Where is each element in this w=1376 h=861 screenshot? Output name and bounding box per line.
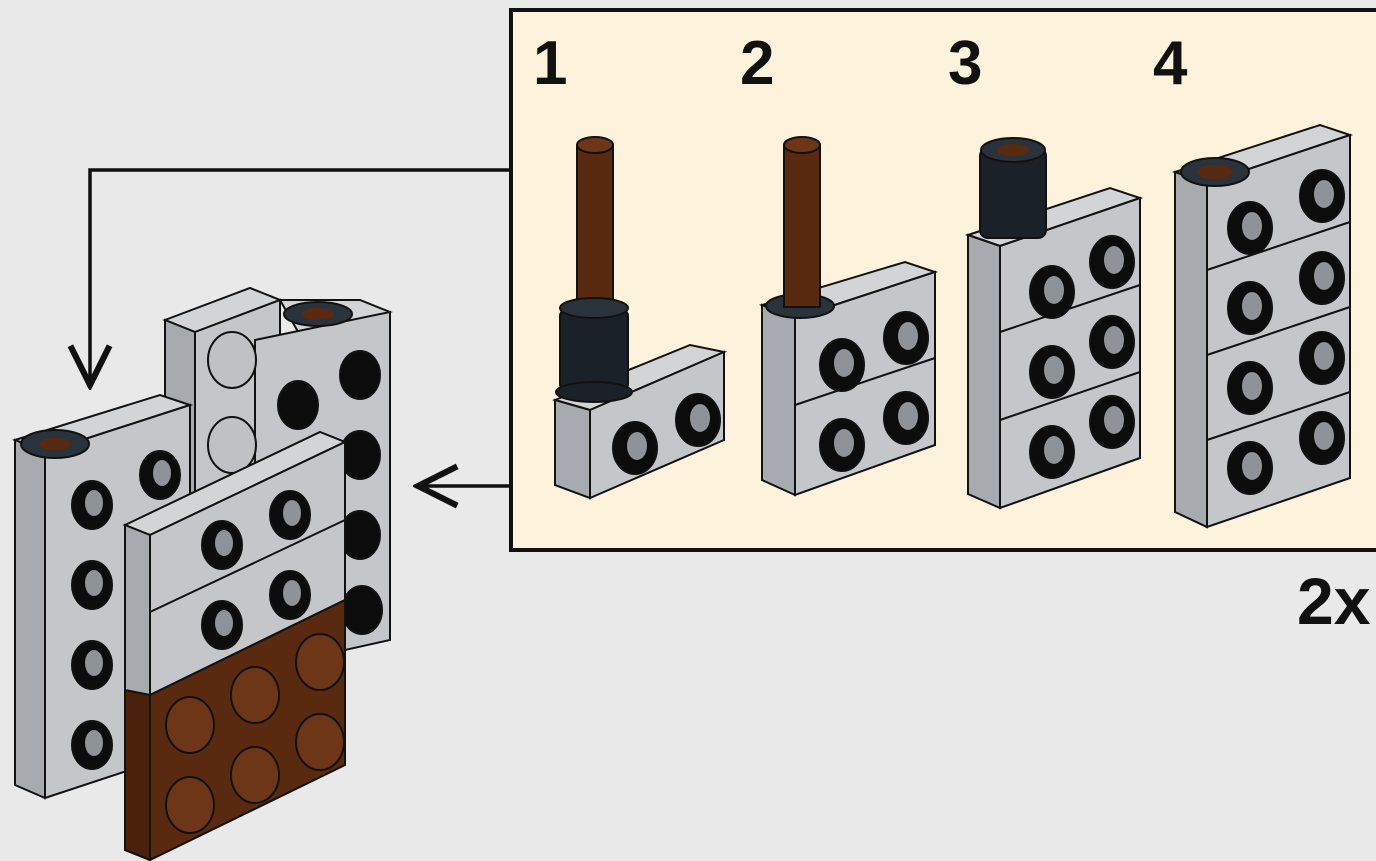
step-number-4: 4 bbox=[1153, 29, 1188, 98]
step-number-1: 1 bbox=[533, 29, 568, 98]
step-number-3: 3 bbox=[948, 29, 983, 98]
step-number-2: 2 bbox=[740, 29, 775, 98]
arrow-top bbox=[90, 168, 511, 385]
step-3-part bbox=[964, 137, 1144, 510]
quantity-multiplier: 2x bbox=[1297, 564, 1371, 638]
step-1-part bbox=[551, 136, 728, 500]
assembly-model bbox=[12, 286, 393, 861]
step-4-part bbox=[1171, 123, 1354, 529]
step-2-part bbox=[758, 136, 939, 497]
